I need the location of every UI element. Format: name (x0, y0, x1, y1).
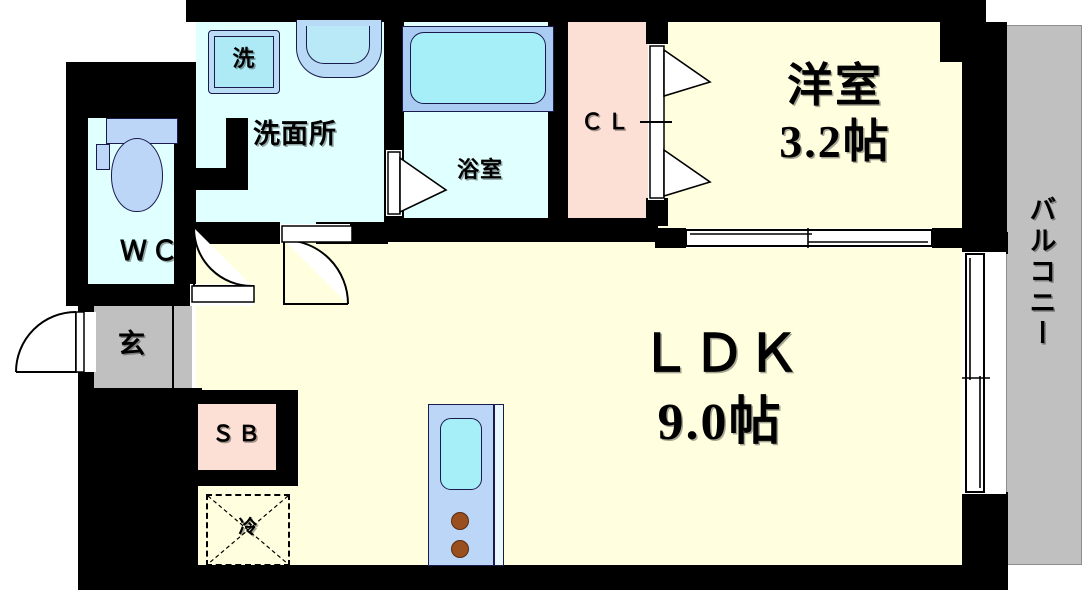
kitchen-sink (440, 418, 482, 490)
bathtub-inner (410, 32, 546, 104)
wall-genkan-left-lower (78, 370, 94, 392)
wall-bath-bottom (384, 218, 566, 242)
room-genkan-floor (92, 302, 192, 390)
wall-closet-bedroom-top (646, 22, 668, 44)
wall-left-ldk (176, 390, 198, 565)
opening-wc-door (190, 284, 254, 306)
stove-burner-back (451, 540, 469, 558)
opening-closet-door (648, 44, 664, 200)
toilet-lever (96, 144, 110, 170)
room-bedroom-floor (655, 20, 985, 240)
room-closet-floor (566, 22, 648, 225)
room-shoebox-floor (198, 402, 278, 472)
wall-right-bedroom (962, 22, 986, 240)
opening-entrance (76, 312, 96, 372)
entrance-door-icon (15, 311, 85, 373)
opening-bath-door (386, 150, 402, 216)
wall-closet-bottom (566, 218, 658, 242)
wall-washroom-bottom (196, 222, 280, 244)
wall-closet-bedroom-bottom (646, 198, 668, 226)
kitchen-counter-edge (494, 404, 504, 566)
wall-outer-top (186, 0, 986, 22)
vanity-basin-bowl (306, 26, 370, 64)
refrigerator-space (206, 494, 290, 566)
wall-outer-left-upper (66, 62, 88, 298)
opening-bedroom-sliding (686, 228, 932, 248)
washing-machine-drum (214, 36, 274, 88)
room-balcony-floor (1006, 25, 1082, 565)
wall-right-ldk-bottom (962, 492, 1008, 567)
wall-outer-bottom (78, 565, 1008, 590)
stove-burner-front (451, 512, 469, 530)
wall-bedroom-bottom-right (930, 228, 986, 248)
wall-bedroom-bottom-left (655, 228, 687, 248)
toilet-bowl (111, 138, 163, 212)
wall-sb-top (198, 390, 298, 404)
wall-genkan-bottom (92, 388, 202, 404)
opening-balcony-sliding (962, 252, 1006, 494)
opening-washroom-door (280, 224, 350, 242)
wall-sb-right (276, 390, 298, 486)
wall-genkan-left (78, 296, 94, 314)
wall-wc-bottom (66, 284, 186, 306)
wall-balcony-inner (985, 22, 1007, 240)
wall-sb-bottom (198, 470, 298, 486)
wall-wc-notch-v (226, 118, 248, 190)
genkan-step-line (172, 302, 174, 390)
